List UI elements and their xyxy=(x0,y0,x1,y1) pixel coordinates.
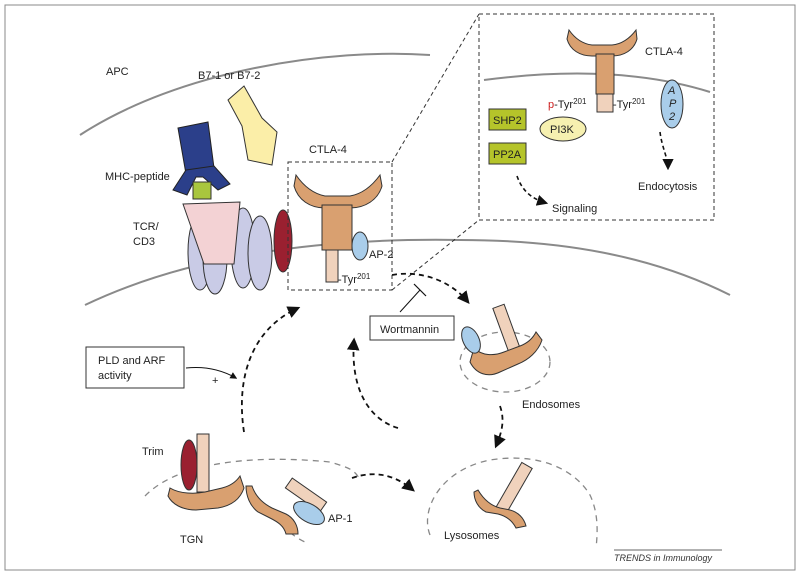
tgn-ctla4-right xyxy=(245,477,328,535)
ap2-adaptor xyxy=(351,231,369,261)
shp2-label: SHP2 xyxy=(493,115,522,127)
pi3k-label: PI3K xyxy=(550,124,575,136)
trim-label: Trim xyxy=(142,446,164,458)
tgn-to-lysosome-arrow xyxy=(351,473,415,492)
tyr-main-sup: 201 xyxy=(357,272,371,281)
inset-ap2-adaptor xyxy=(660,79,684,129)
ctla4-detail-box xyxy=(287,161,393,291)
ctla4-main-label: CTLA-4 xyxy=(309,144,347,156)
ap2-main-label: AP-2 xyxy=(369,249,393,261)
b7-label: B7-1 or B7-2 xyxy=(198,70,260,82)
trim-protein xyxy=(180,439,198,491)
pld-line1-label: PLD and ARF xyxy=(98,355,166,367)
phospho-p: p xyxy=(548,99,554,111)
recycling-arrow xyxy=(346,337,399,429)
internalization-arrow xyxy=(391,272,470,304)
peptide xyxy=(192,181,212,200)
signaling-label: Signaling xyxy=(552,203,597,215)
mhc-peptide-complex xyxy=(172,121,231,200)
pi3k-ellipse xyxy=(539,116,587,142)
figure-frame xyxy=(4,4,796,571)
p-tyr-sup: 201 xyxy=(573,97,587,106)
lysosomes-label: Lysosomes xyxy=(444,530,500,542)
p-tyr-text: -Tyr xyxy=(554,99,573,111)
cd3-label: CD3 xyxy=(133,236,155,248)
inset-ctla4-receptor xyxy=(566,28,638,113)
pld-activation-arrow xyxy=(185,367,238,379)
ctla4-receptor xyxy=(293,173,383,283)
ap1-adaptor xyxy=(293,500,325,526)
pp2a-box xyxy=(488,142,527,165)
b7-ligand xyxy=(227,85,278,166)
wortmannin-box xyxy=(369,315,455,341)
inset-ap2-2: 2 xyxy=(668,111,675,123)
plus-sign: + xyxy=(212,375,218,387)
tyr-inset-right-text: -Tyr xyxy=(613,99,632,111)
journal-credit: TRENDS in Immunology xyxy=(614,553,713,563)
zoom-line-bottom xyxy=(391,219,480,291)
inset-ap2-a: A xyxy=(667,85,675,97)
tgn-ctla4-left xyxy=(167,433,245,511)
tyr-inset-right-label: -Tyr201 xyxy=(613,97,646,111)
ap1-label: AP-1 xyxy=(328,513,352,525)
t-cell-membrane xyxy=(84,238,731,306)
pp2a-label: PP2A xyxy=(493,149,522,161)
tyr-main-label: -Tyr201 xyxy=(338,272,371,286)
mhc-peptide-label: MHC-peptide xyxy=(105,171,170,183)
tgn-label: TGN xyxy=(180,534,203,546)
endosome-to-lysosome-arrow xyxy=(494,405,506,449)
endocytosis-arrow xyxy=(659,131,674,171)
wortmannin-inhibition-bar xyxy=(413,283,427,297)
tyr-inset-right-sup: 201 xyxy=(632,97,646,106)
wortmannin-label: Wortmannin xyxy=(380,324,439,336)
tgn-membrane xyxy=(144,458,361,497)
p-tyr-label: p-Tyr201 xyxy=(548,97,587,111)
endocytosis-label: Endocytosis xyxy=(638,181,698,193)
wortmannin-inhibition-line xyxy=(399,289,421,313)
tyr-main-text: -Tyr xyxy=(338,274,357,286)
apc-label: APC xyxy=(106,66,129,78)
inset-box xyxy=(478,13,715,221)
pld-arf-box xyxy=(85,346,185,389)
signaling-arrow xyxy=(516,175,549,206)
shp2-box xyxy=(488,108,527,131)
zoom-line-top xyxy=(391,13,480,163)
inset-ap2-p: P xyxy=(669,98,677,110)
pld-line2-label: activity xyxy=(98,370,132,382)
lysosome-compartment xyxy=(426,457,598,549)
endosomes-label: Endosomes xyxy=(522,399,581,411)
tcr-label: TCR/ xyxy=(133,221,160,233)
tgn-to-surface-arrow xyxy=(241,306,301,433)
endosome-ctla4 xyxy=(461,303,543,376)
tcr-cd3-complex xyxy=(182,201,293,295)
ctla4-inset-label: CTLA-4 xyxy=(645,46,683,58)
apc-membrane xyxy=(79,52,431,136)
lysosome-ctla4 xyxy=(473,461,533,529)
